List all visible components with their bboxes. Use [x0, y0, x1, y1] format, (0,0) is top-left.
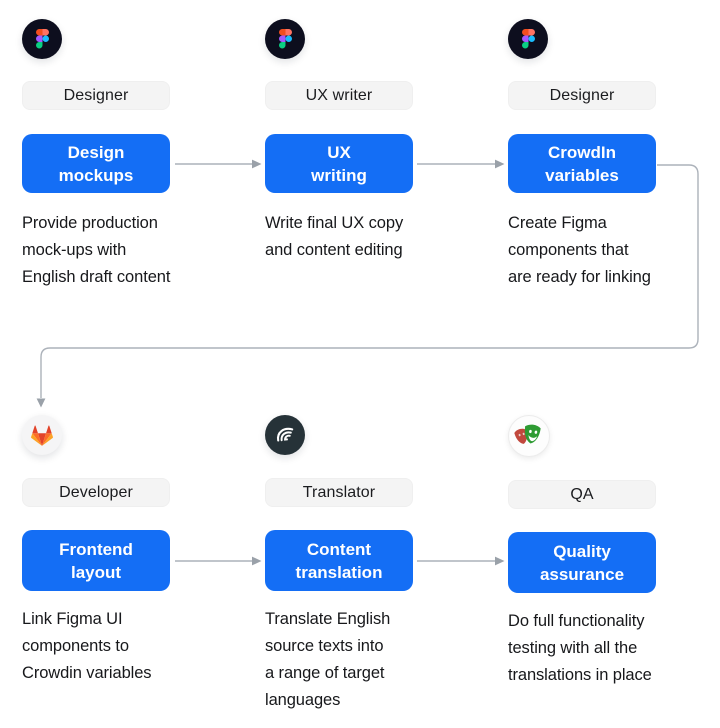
description-line: Crowdin variables	[22, 664, 152, 682]
description-line: languages	[265, 691, 341, 709]
step-node-crowdin-variables: CrowdIn variables	[508, 134, 656, 193]
node-line: UX	[327, 142, 351, 162]
playwright-icon	[514, 424, 541, 444]
node-line: Quality	[553, 541, 611, 561]
role-label: UX writer	[305, 86, 373, 104]
tool-badge	[265, 415, 305, 455]
arrowhead-icon	[36, 398, 46, 408]
crowdin-icon	[276, 427, 294, 442]
description-line: are ready for linking	[508, 268, 651, 286]
arrowhead-icon	[252, 159, 262, 169]
node-line: translation	[295, 562, 383, 582]
description-line: Translate English	[265, 610, 391, 628]
role-pill: Translator	[265, 478, 413, 507]
gitlab-icon	[31, 424, 53, 446]
tool-badge	[22, 415, 62, 455]
description-line: and content editing	[265, 241, 403, 259]
step-description: Do full functionality testing with all t…	[508, 608, 656, 689]
node-line: writing	[311, 165, 367, 185]
node-line: Content	[306, 539, 372, 559]
description-line: Write final UX copy	[265, 214, 404, 232]
description-line: testing with all the	[508, 639, 638, 657]
figma-icon	[35, 29, 49, 49]
arrowhead-icon	[495, 159, 505, 169]
description-line: Link Figma UI	[22, 610, 123, 628]
description-line: Do full functionality	[508, 612, 645, 630]
description-line: Create Figma	[508, 214, 607, 232]
figma-icon	[521, 29, 535, 49]
step-cell-content-translation: Translator Content translation Translate…	[265, 415, 413, 714]
node-line: Design	[67, 142, 125, 162]
step-description: Write final UX copy and content editing	[265, 210, 413, 264]
figma-icon	[278, 29, 292, 49]
step-node-ux-writing: UX writing	[265, 134, 413, 193]
step-node-content-translation: Content translation	[265, 530, 413, 591]
node-line: variables	[545, 165, 619, 185]
role-label: QA	[570, 485, 594, 503]
description-line: English draft content	[22, 268, 171, 286]
role-pill: Designer	[22, 81, 170, 110]
node-line: mockups	[58, 165, 134, 185]
node-line: layout	[70, 562, 122, 582]
role-label: Developer	[59, 483, 133, 501]
description-line: mock-ups with	[22, 241, 127, 259]
role-pill: Developer	[22, 478, 170, 507]
step-description: Translate English source texts into a ra…	[265, 606, 413, 714]
step-cell-frontend-layout: Developer Frontend layout Link Figma UI …	[22, 415, 170, 687]
tool-badge	[508, 19, 548, 59]
role-label: Translator	[302, 483, 376, 501]
tool-badge	[265, 19, 305, 59]
step-node-frontend-layout: Frontend layout	[22, 530, 170, 591]
step-cell-ux-writing: UX writer UX writing Write final UX copy…	[265, 19, 413, 264]
role-label: Designer	[63, 86, 129, 104]
role-label: Designer	[549, 86, 615, 104]
role-pill: QA	[508, 480, 656, 509]
description-line: components that	[508, 241, 629, 259]
tool-badge	[22, 19, 62, 59]
arrowhead-icon	[495, 556, 505, 566]
description-line: a range of target	[265, 664, 385, 682]
arrowhead-icon	[252, 556, 262, 566]
description-line: source texts into	[265, 637, 384, 655]
step-node-design-mockups: Design mockups	[22, 134, 170, 193]
step-description: Link Figma UI components to Crowdin vari…	[22, 606, 170, 687]
node-line: assurance	[539, 564, 625, 584]
step-node-quality-assurance: Quality assurance	[508, 532, 656, 593]
description-line: Provide production	[22, 214, 158, 232]
step-cell-crowdin-variables: Designer CrowdIn variables Create Figma …	[508, 19, 656, 291]
description-line: components to	[22, 637, 129, 655]
step-cell-quality-assurance: QA Quality assurance Do full functionali…	[508, 415, 656, 689]
step-description: Create Figma components that are ready f…	[508, 210, 656, 291]
tool-badge	[508, 415, 550, 457]
node-line: Frontend	[59, 539, 133, 559]
node-line: CrowdIn	[548, 142, 616, 162]
step-cell-design-mockups: Designer Design mockups Provide producti…	[22, 19, 170, 291]
description-line: translations in place	[508, 666, 652, 684]
role-pill: Designer	[508, 81, 656, 110]
step-description: Provide production mock-ups with English…	[22, 210, 170, 291]
role-pill: UX writer	[265, 81, 413, 110]
